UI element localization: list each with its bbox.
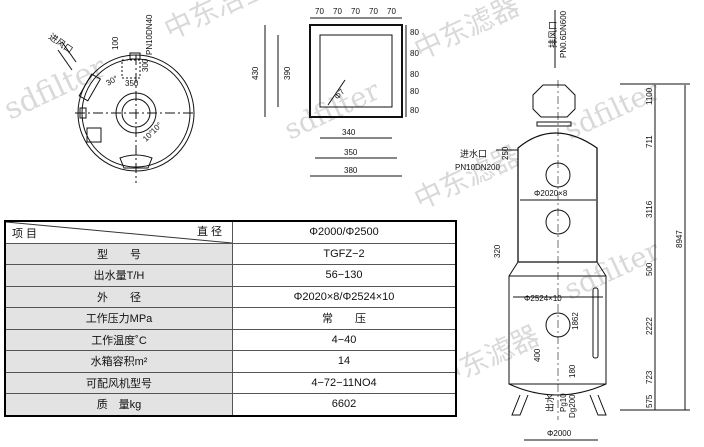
row-value: 56−130: [232, 264, 457, 287]
vessel-elevation: 排风口 PN0.6DN600 进水口 PN10DN200 250 Φ2020×8…: [455, 10, 690, 441]
table-header-row: 项 目 直 径 Φ2000/Φ2500: [4, 220, 457, 244]
svg-text:进风口: 进风口: [47, 31, 75, 55]
svg-text:排风口: 排风口: [547, 21, 558, 48]
svg-text:711: 711: [645, 135, 654, 148]
svg-text:70: 70: [369, 7, 378, 16]
svg-text:进水口: 进水口: [460, 148, 487, 159]
header-item-label: 项 目: [12, 228, 38, 240]
svg-text:1100: 1100: [645, 87, 654, 105]
svg-text:400: 400: [533, 348, 542, 362]
svg-text:Pg10: Pg10: [559, 393, 568, 412]
row-label: 出水量T/H: [4, 264, 233, 287]
svg-text:PN10DN200: PN10DN200: [455, 163, 500, 172]
flange-view: 70 70 70 70 70 80 80 80 80 80 430 390 Φ7…: [251, 7, 419, 177]
svg-text:Φ2524×10: Φ2524×10: [524, 294, 562, 303]
row-value: 4−40: [232, 328, 457, 351]
svg-text:180: 180: [568, 364, 577, 378]
svg-text:500: 500: [645, 262, 654, 276]
svg-text:80: 80: [410, 87, 419, 96]
row-value: 4−72−11NO4: [232, 371, 457, 394]
svg-text:3116: 3116: [645, 200, 654, 218]
row-label: 质 量kg: [4, 393, 233, 416]
svg-text:Φ2020×8: Φ2020×8: [534, 189, 568, 198]
row-label: 可配风机型号: [4, 371, 233, 394]
svg-text:430: 430: [251, 66, 260, 80]
svg-text:575: 575: [645, 394, 654, 408]
svg-text:Φ2000: Φ2000: [547, 429, 572, 438]
header-cell: 项 目 直 径: [4, 220, 233, 244]
svg-text:70: 70: [315, 7, 324, 16]
svg-text:Dg200: Dg200: [568, 394, 577, 418]
svg-text:中东冶金: 中东冶金: [159, 0, 274, 46]
svg-text:80: 80: [410, 70, 419, 79]
row-value: Φ2020×8/Φ2524×10: [232, 285, 457, 308]
diagonal-divider: [6, 222, 232, 243]
row-value: TGFZ−2: [232, 242, 457, 265]
row-value: 常 压: [232, 307, 457, 330]
svg-text:350: 350: [125, 79, 139, 88]
svg-text:350: 350: [344, 148, 358, 157]
row-label: 水箱容积m²: [4, 350, 233, 373]
svg-text:80: 80: [410, 106, 419, 115]
svg-text:100: 100: [111, 36, 120, 50]
svg-text:380: 380: [344, 166, 358, 175]
svg-text:80: 80: [410, 28, 419, 37]
row-label: 外 径: [4, 285, 233, 308]
svg-text:723: 723: [645, 370, 654, 384]
svg-text:PN10DN40: PN10DN40: [145, 14, 154, 55]
svg-text:2222: 2222: [645, 317, 654, 335]
row-label: 型 号: [4, 242, 233, 265]
svg-text:70: 70: [351, 7, 360, 16]
header-value: Φ2000/Φ2500: [232, 220, 457, 244]
svg-text:70: 70: [387, 7, 396, 16]
svg-text:320: 320: [493, 244, 502, 258]
svg-text:sdfilter: sdfilter: [279, 73, 385, 146]
row-label: 工作压力MPa: [4, 307, 233, 330]
svg-text:340: 340: [342, 128, 356, 137]
svg-text:出水: 出水: [544, 394, 555, 412]
svg-text:250: 250: [501, 146, 510, 160]
row-value: 14: [232, 350, 457, 373]
header-diameter-label: 直 径: [196, 226, 222, 238]
svg-text:中东滤器: 中东滤器: [409, 0, 524, 66]
svg-text:300: 300: [141, 58, 150, 72]
row-label: 工作温度˚C: [4, 328, 233, 351]
row-value: 6602: [232, 393, 457, 416]
svg-text:70: 70: [333, 7, 342, 16]
svg-text:390: 390: [283, 66, 292, 80]
svg-text:PN0.6DN600: PN0.6DN600: [559, 10, 568, 58]
svg-text:80: 80: [410, 49, 419, 58]
svg-text:1862: 1862: [571, 312, 580, 330]
svg-text:8947: 8947: [675, 230, 684, 248]
